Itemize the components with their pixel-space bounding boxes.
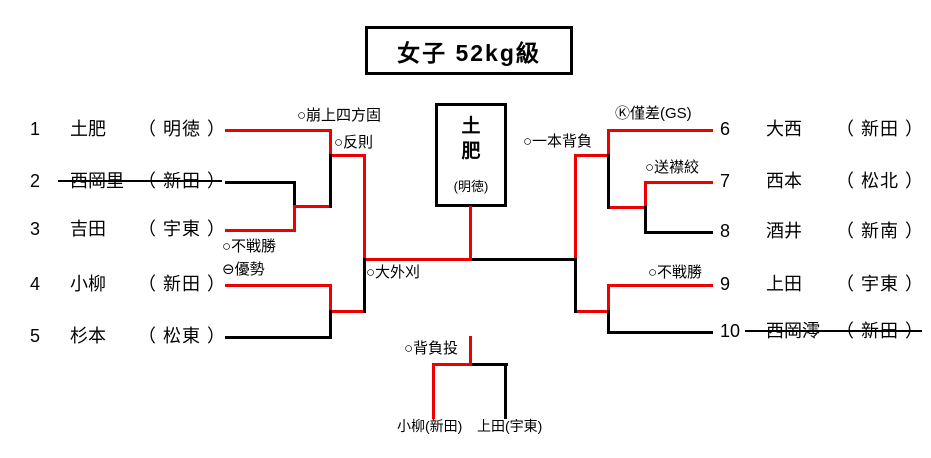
bracket-line xyxy=(607,129,610,157)
entry-row-4: 4 小柳 （ 新田 ） xyxy=(25,274,226,294)
champion-name-char2: 肥 xyxy=(461,141,481,162)
entry-club: （ 新田 ） xyxy=(836,119,925,139)
bracket-line xyxy=(574,154,577,261)
bracket-line xyxy=(574,258,577,313)
page-title: 女子 52kg級 xyxy=(397,39,541,66)
bracket-line xyxy=(644,181,647,209)
annotation-okuri-eri-jime: ○送襟絞 xyxy=(645,159,700,176)
title-box: 女子 52kg級 xyxy=(365,26,573,75)
entry-row-1: 1 土肥 （ 明徳 ） xyxy=(25,119,226,139)
bracket-line xyxy=(329,129,332,157)
bracket-line xyxy=(575,154,608,157)
annotation-hansoku: ○反則 xyxy=(334,134,374,151)
bracket-line xyxy=(329,154,332,208)
annotation-kuzure-kami-shiho-gatame: ○崩上四方固 xyxy=(297,107,382,124)
entry-number: 3 xyxy=(30,219,41,239)
entry-number: 6 xyxy=(720,119,731,139)
champion-club: (明徳) xyxy=(453,179,489,194)
bracket-line xyxy=(294,205,332,208)
entry-name: 吉田 xyxy=(70,219,106,239)
bracket-line xyxy=(644,206,647,234)
third-place-label-right: 上田(宇東) xyxy=(477,418,543,434)
bracket-line xyxy=(607,284,610,313)
annotation-yusei: ⊖優勢 xyxy=(222,261,265,278)
bracket-line xyxy=(225,181,296,184)
entry-row-3: 3 吉田 （ 宇東 ） xyxy=(25,219,226,239)
entry-row-7: 7 西本 （ 松北 ） xyxy=(716,171,924,191)
annotation-osoto-gari: ○大外刈 xyxy=(366,264,421,281)
entry-name: 酒井 xyxy=(766,221,802,241)
bracket-line xyxy=(608,331,713,334)
bracket-line xyxy=(329,284,332,313)
entry-club: （ 宇東 ） xyxy=(138,219,227,239)
entry-club: （ 宇東 ） xyxy=(836,274,925,294)
entry-row-5: 5 杉本 （ 松東 ） xyxy=(25,326,226,346)
entry-row-9: 9 上田 （ 宇東 ） xyxy=(716,274,924,294)
entry-number: 5 xyxy=(30,326,41,346)
entry-number: 2 xyxy=(30,171,41,191)
entry-name: 上田 xyxy=(766,274,802,294)
bracket-line xyxy=(607,310,610,334)
entry-name: 杉本 xyxy=(70,326,106,346)
champion-name-char1: 土 xyxy=(461,116,481,137)
entry-row-8: 8 酒井 （ 新南 ） xyxy=(716,221,924,241)
entry-club: （ 新田 ） xyxy=(138,274,227,294)
bracket-line xyxy=(470,258,577,261)
bracket-line xyxy=(504,363,507,419)
withdrawal-strike-line xyxy=(58,180,222,182)
bracket-line xyxy=(329,310,332,339)
annotation-seoi-nage: ○背負投 xyxy=(404,340,459,357)
entry-name: 大西 xyxy=(766,119,802,139)
champion-box: 土 肥 (明徳) xyxy=(435,103,507,207)
bracket-line xyxy=(225,229,296,232)
annotation-fusensho-right: ○不戦勝 xyxy=(648,264,703,281)
bracket-line xyxy=(645,181,713,184)
entry-club: （ 松東 ） xyxy=(138,326,227,346)
bracket-line xyxy=(607,154,610,209)
bracket-line xyxy=(293,205,296,232)
bracket-line xyxy=(469,336,472,366)
bracket-line xyxy=(608,129,713,132)
bracket-line xyxy=(608,284,713,287)
bracket-line xyxy=(225,284,332,287)
entry-name: 小柳 xyxy=(70,274,106,294)
third-place-label-left: 小柳(新田) xyxy=(397,418,463,434)
bracket-line xyxy=(645,231,713,234)
withdrawal-strike-line xyxy=(745,330,922,332)
entry-number: 10 xyxy=(720,321,741,341)
bracket-line xyxy=(330,154,366,157)
bracket-line xyxy=(363,258,366,313)
annotation-fusensho-left: ○不戦勝 xyxy=(222,238,277,255)
entry-club: （ 明徳 ） xyxy=(138,119,227,139)
bracket-line xyxy=(330,310,366,313)
entry-number: 4 xyxy=(30,274,41,294)
bracket-line xyxy=(469,206,472,261)
bracket-line xyxy=(470,363,508,366)
bracket-line xyxy=(433,363,471,366)
entry-name: 西本 xyxy=(766,171,802,191)
bracket-line xyxy=(225,129,332,132)
bracket-line xyxy=(575,310,608,313)
bracket-line xyxy=(363,154,366,261)
annotation-ippon-seoi: ○一本背負 xyxy=(523,133,593,150)
entry-club: （ 新南 ） xyxy=(836,221,925,241)
bracket-line xyxy=(608,206,645,209)
entry-number: 1 xyxy=(30,119,41,139)
entry-number: 7 xyxy=(720,171,731,191)
bracket-line xyxy=(225,336,332,339)
bracket-line xyxy=(432,363,435,419)
entry-name: 土肥 xyxy=(70,119,106,139)
bracket-line xyxy=(293,181,296,208)
entry-row-6: 6 大西 （ 新田 ） xyxy=(716,119,924,139)
bracket-line xyxy=(364,258,472,261)
entry-number: 9 xyxy=(720,274,731,294)
entry-number: 8 xyxy=(720,221,731,241)
entry-club: （ 松北 ） xyxy=(836,171,925,191)
annotation-kinsa-gs: Ⓚ僅差(GS) xyxy=(615,105,692,122)
